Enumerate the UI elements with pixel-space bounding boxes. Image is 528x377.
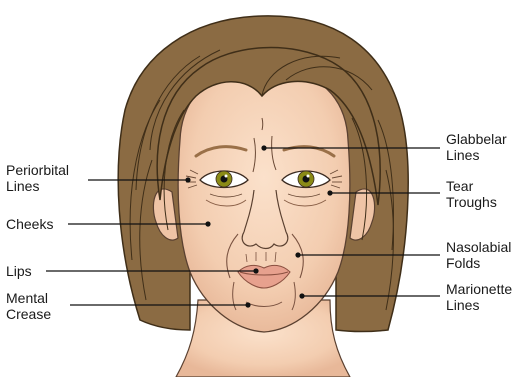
label-nasolabial-folds: Nasolabial Folds	[446, 239, 511, 271]
label-marionette-line1: Marionette	[446, 281, 512, 297]
label-periorbital-lines: Periorbital Lines	[6, 162, 69, 194]
label-lips-line1: Lips	[6, 263, 32, 279]
label-glabbelar-lines: Glabbelar Lines	[446, 131, 507, 163]
face-skin	[178, 66, 350, 332]
label-nasolabial-line2: Folds	[446, 255, 511, 271]
label-tear-troughs: Tear Troughs	[446, 178, 497, 210]
label-mental-crease: Mental Crease	[6, 290, 51, 322]
label-glabbelar-line2: Lines	[446, 147, 507, 163]
label-lips: Lips	[6, 263, 32, 279]
label-marionette-line2: Lines	[446, 297, 512, 313]
label-glabbelar-line1: Glabbelar	[446, 131, 507, 147]
label-cheeks-line1: Cheeks	[6, 216, 53, 232]
label-cheeks: Cheeks	[6, 216, 53, 232]
label-periorbital-line1: Periorbital	[6, 162, 69, 178]
label-marionette-lines: Marionette Lines	[446, 281, 512, 313]
label-mental-line1: Mental	[6, 290, 51, 306]
label-periorbital-line2: Lines	[6, 178, 69, 194]
label-mental-line2: Crease	[6, 306, 51, 322]
label-nasolabial-line1: Nasolabial	[446, 239, 511, 255]
label-tear-line2: Troughs	[446, 194, 497, 210]
label-tear-line1: Tear	[446, 178, 497, 194]
